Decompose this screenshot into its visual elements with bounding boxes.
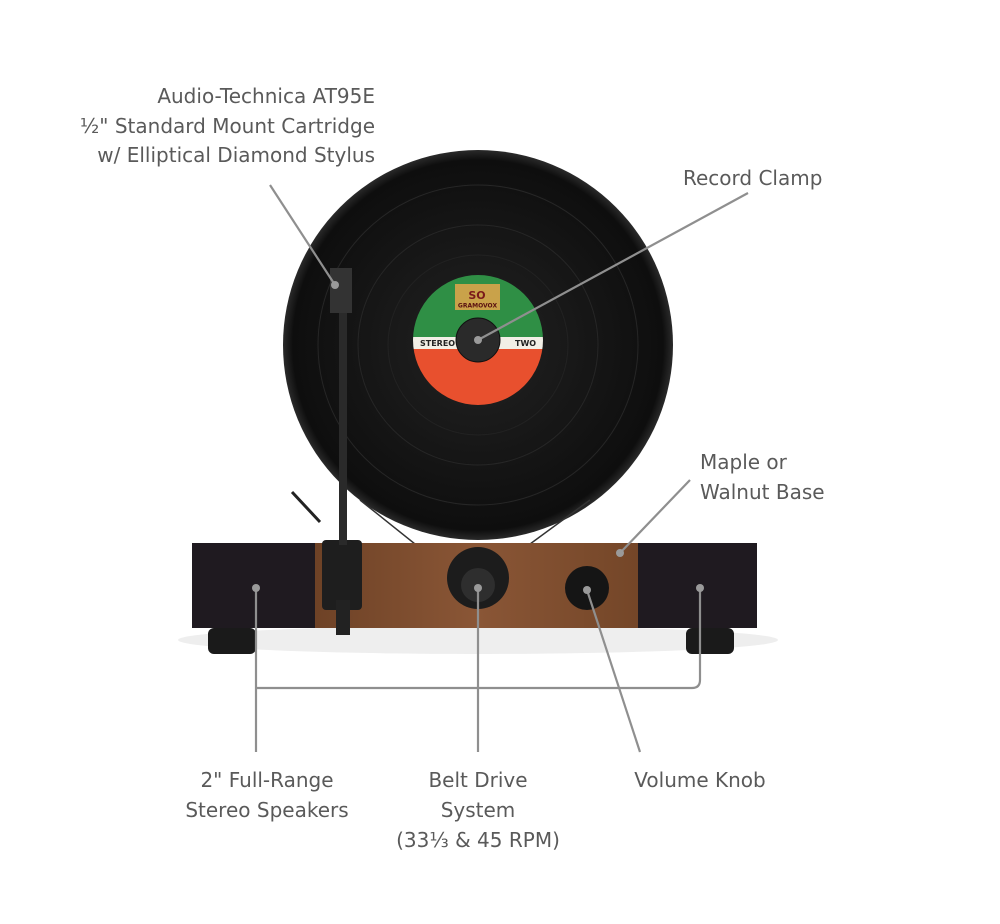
svg-text:Stereo Speakers: Stereo Speakers	[185, 798, 348, 822]
svg-text:Audio-Technica AT95E: Audio-Technica AT95E	[157, 84, 375, 108]
gramovox-logo	[455, 284, 500, 310]
callout-volume-knob: Volume Knob	[634, 768, 765, 792]
callout-cartridge: Audio-Technica AT95E ½" Standard Mount C…	[80, 84, 375, 167]
callout-base: Maple or Walnut Base	[700, 450, 825, 504]
svg-text:Walnut Base: Walnut Base	[700, 480, 825, 504]
svg-text:(33⅓ & 45 RPM): (33⅓ & 45 RPM)	[396, 828, 560, 852]
svg-text:½" Standard Mount Cartridge: ½" Standard Mount Cartridge	[80, 114, 375, 138]
svg-text:System: System	[441, 798, 516, 822]
leader-lines	[252, 184, 749, 753]
callout-record-clamp: Record Clamp	[683, 166, 822, 190]
svg-text:Belt Drive: Belt Drive	[428, 768, 527, 792]
right-foot	[686, 628, 734, 654]
callout-belt-drive: Belt Drive System (33⅓ & 45 RPM)	[396, 768, 560, 852]
tonearm	[290, 268, 362, 635]
label-logo: SO	[468, 289, 485, 302]
svg-text:Maple or: Maple or	[700, 450, 788, 474]
svg-text:w/ Elliptical Diamond Stylus: w/ Elliptical Diamond Stylus	[97, 143, 375, 167]
svg-text:2" Full-Range: 2" Full-Range	[200, 768, 333, 792]
label-stereo: STEREO	[420, 339, 455, 348]
left-foot	[208, 628, 256, 654]
label-side: TWO	[515, 339, 536, 348]
cartridge	[330, 268, 352, 313]
callout-speakers: 2" Full-Range Stereo Speakers	[185, 768, 348, 822]
label-brand: GRAMOVOX	[458, 303, 498, 310]
